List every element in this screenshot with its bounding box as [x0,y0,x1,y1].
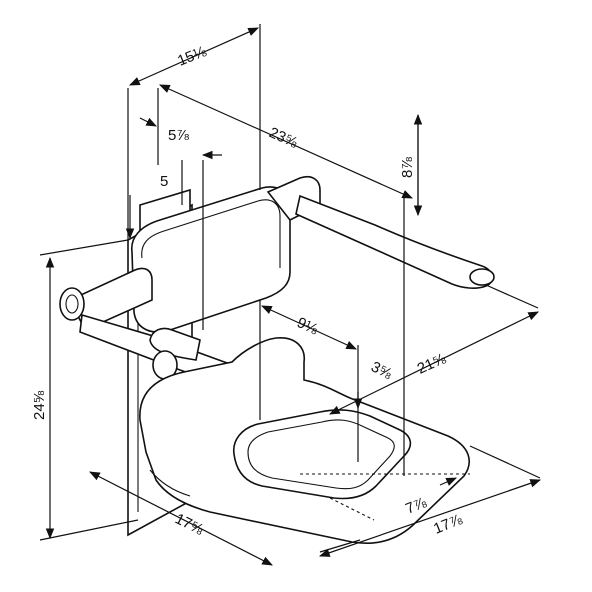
label-opening-width: 9⅛ [294,314,320,338]
label-seat-front: 17⅞ [431,511,465,538]
label-arm-depth: 23⅝ [266,124,300,152]
right-arm [266,175,495,289]
dim-line-top-width [129,27,259,86]
dim-line-front-offset [439,477,457,486]
dim-line-seat-depth [329,311,539,415]
dim-line-seat-front [318,479,542,557]
dimension-lines [45,27,542,566]
label-seat-width: 17⅝ [172,510,206,538]
dim-line-offset-a [139,117,157,127]
label-opening-depth: 3⅝ [368,358,395,383]
label-arm-height: 8⅞ [399,157,416,178]
label-offset-b: 5 [160,173,168,190]
label-top-width: 15⅛ [175,43,209,70]
label-seat-depth: 21⅝ [415,350,449,378]
label-offset-a: 5⅞ [168,127,189,144]
dim-line-arm-depth [159,84,413,199]
dim-line-seat-width [89,471,273,566]
backrest [131,186,291,333]
label-front-offset: 7⅞ [403,494,429,518]
label-overall-height: 24⅝ [31,390,48,420]
